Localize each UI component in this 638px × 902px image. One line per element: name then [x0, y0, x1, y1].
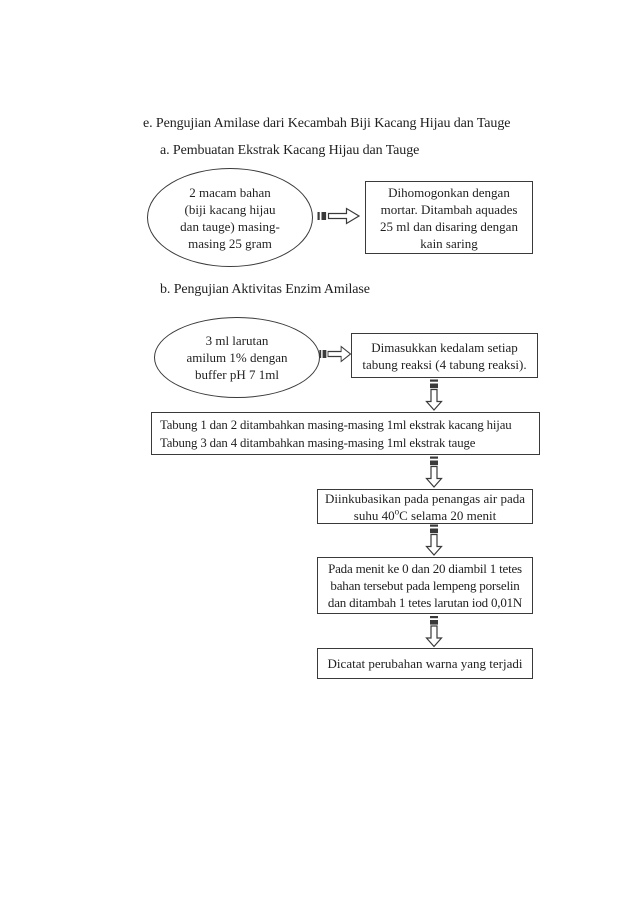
step2-box-text: Tabung 1 dan 2 ditambahkan masing-masing… — [160, 417, 512, 450]
step2-box-add-extracts: Tabung 1 dan 2 ditambahkan masing-masing… — [151, 412, 540, 455]
heading-subsection-a: a. Pembuatan Ekstrak Kacang Hijau dan Ta… — [160, 143, 420, 158]
process-box-a-text: Dihomogonkan dengan mortar. Ditambah aqu… — [380, 184, 518, 251]
striped-down-arrow-icon — [425, 379, 443, 411]
heading-section-e: e. Pengujian Amilase dari Kecambah Biji … — [143, 116, 511, 131]
step1-box-fill-tubes: Dimasukkan kedalam setiap tabung reaksi … — [351, 333, 538, 378]
material-ellipse-b-text: 3 ml larutan amilum 1% dengan buffer pH … — [186, 333, 288, 382]
process-box-section-a: Dihomogonkan dengan mortar. Ditambah aqu… — [365, 181, 533, 254]
step5-box-record-color: Dicatat perubahan warna yang terjadi — [317, 648, 533, 679]
striped-down-arrow-icon — [425, 524, 443, 556]
step5-box-text: Dicatat perubahan warna yang terjadi — [327, 656, 523, 671]
degree-superscript: o — [394, 506, 400, 517]
material-ellipse-section-b: 3 ml larutan amilum 1% dengan buffer pH … — [154, 317, 320, 398]
striped-right-arrow-icon — [319, 345, 352, 363]
striped-down-arrow-icon — [425, 456, 443, 488]
step4-box-sampling-iodine: Pada menit ke 0 dan 20 diambil 1 tetes b… — [317, 557, 533, 614]
step1-box-text: Dimasukkan kedalam setiap tabung reaksi … — [362, 339, 527, 372]
striped-down-arrow-icon — [425, 616, 443, 648]
step3-box-line2: suhu 40oC selama 20 menit — [353, 506, 497, 523]
material-ellipse-section-a: 2 macam bahan (biji kacang hijau dan tau… — [147, 168, 313, 267]
heading-subsection-b: b. Pengujian Aktivitas Enzim Amilase — [160, 282, 370, 297]
step4-box-text: Pada menit ke 0 dan 20 diambil 1 tetes b… — [327, 561, 523, 610]
material-ellipse-a-text: 2 macam bahan (biji kacang hijau dan tau… — [180, 184, 280, 251]
striped-right-arrow-icon — [317, 207, 361, 225]
step3-box-incubation: Diinkubasikan pada penangas air pada suh… — [317, 489, 533, 524]
step3-box-text: Diinkubasikan pada penangas air pada suh… — [318, 490, 532, 524]
